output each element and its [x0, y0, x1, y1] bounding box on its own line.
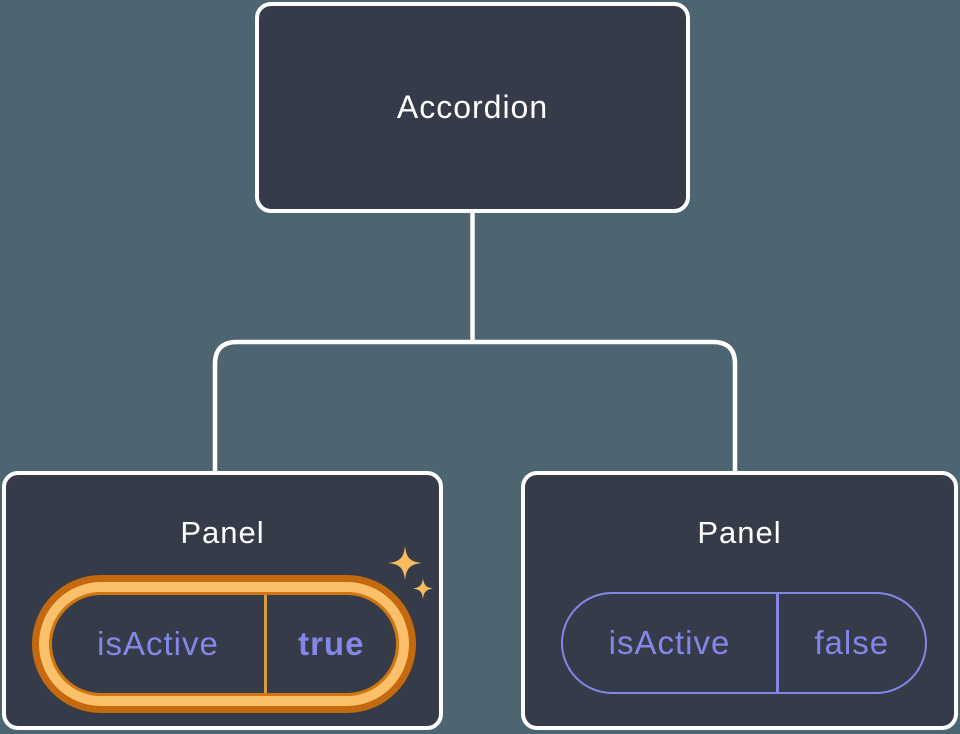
state-prop-value: true	[298, 625, 365, 662]
panel-node-label: Panel	[697, 515, 782, 550]
state-pill-active: isActive true	[49, 592, 399, 696]
panel-node-label: Panel	[180, 515, 265, 550]
pill-divider	[776, 594, 779, 692]
state-pill-inactive: isActive false	[561, 592, 927, 694]
connector-branch	[212, 339, 738, 471]
pill-divider	[264, 595, 267, 693]
state-prop-name: isActive	[97, 625, 219, 662]
root-node-accordion: Accordion	[255, 2, 690, 213]
panel-node-active: Panel isActive true	[2, 471, 443, 730]
state-prop-value: false	[814, 624, 890, 661]
panel-node-inactive: Panel isActive false	[521, 471, 958, 730]
state-prop-name: isActive	[608, 624, 731, 661]
root-node-label: Accordion	[396, 89, 549, 125]
